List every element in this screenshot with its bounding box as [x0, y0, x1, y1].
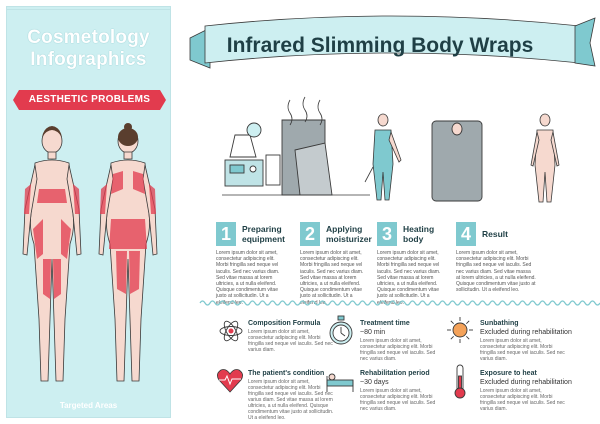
treatment-text: Lorem ipsum dolor sit amet, consectetur …	[360, 338, 436, 362]
sun-ray	[466, 320, 470, 324]
rehab-title: Rehabilitation period	[360, 370, 430, 377]
condition-title: The patient's condition	[248, 370, 325, 377]
step-1-number: 1	[216, 222, 236, 246]
stopwatch-icon	[329, 315, 353, 345]
atom-icon	[219, 320, 243, 342]
sunbathing-title: Sunbathing	[480, 320, 519, 327]
step-3-number: 3	[377, 222, 397, 246]
step-2-text: Lorem ipsum dolor sit amet, consectetur …	[300, 250, 364, 306]
wave-divider	[199, 300, 600, 306]
thermometer-icon	[454, 364, 466, 399]
heat-text: Lorem ipsum dolor sit amet, consectetur …	[480, 388, 565, 412]
left-panel: Cosmetology Infographics AESTHETIC PROBL…	[6, 6, 171, 418]
left-title-line2: Infographics	[30, 49, 147, 70]
rehab-text: Lorem ipsum dolor sit amet, consectetur …	[360, 388, 436, 412]
sun-ray	[466, 336, 470, 340]
sun-icon	[447, 317, 473, 343]
aesthetic-problems-badge: AESTHETIC PROBLEMS	[13, 90, 166, 110]
rehab-value: ~30 days	[360, 379, 389, 386]
condition-text: Lorem ipsum dolor sit amet, consectetur …	[248, 379, 334, 421]
sun-ray	[450, 336, 454, 340]
step-2-number: 2	[300, 222, 320, 246]
heart-pulse-icon	[217, 369, 243, 393]
composition-text: Lorem ipsum dolor sit amet, consectetur …	[248, 329, 333, 353]
step-4-label: Result	[482, 229, 508, 239]
sunbathing-text: Lorem ipsum dolor sit amet, consectetur …	[480, 338, 565, 362]
treatment-value: ~80 min	[360, 329, 386, 336]
heat-value: Excluded during rehabilitation	[480, 379, 572, 386]
sun-ray	[450, 320, 454, 324]
bed-icon	[326, 373, 354, 392]
ribbon-title: Infrared Slimming Body Wraps	[226, 34, 534, 57]
composition-title: Composition Formula	[248, 320, 321, 327]
title-ribbon	[189, 15, 596, 69]
treatment-title: Treatment time	[360, 320, 410, 327]
heating-body-illustration	[431, 120, 483, 202]
result-illustration	[530, 113, 560, 203]
targeted-areas-label: Targeted Areas	[59, 401, 118, 410]
applying-moisturizer-illustration	[364, 113, 402, 201]
back-figure-illustration	[98, 123, 158, 382]
equipment-illustration	[222, 96, 370, 196]
step-4-text: Lorem ipsum dolor sit amet, consectetur …	[456, 250, 536, 294]
heat-title: Exposure to heat	[480, 370, 537, 377]
left-title-line1: Cosmetology	[27, 27, 150, 48]
sunbathing-value: Excluded during rehabilitation	[480, 329, 572, 336]
step-1-text: Lorem ipsum dolor sit amet, consectetur …	[216, 250, 280, 306]
step-4-number: 4	[456, 222, 476, 246]
front-figure-illustration	[22, 126, 82, 382]
